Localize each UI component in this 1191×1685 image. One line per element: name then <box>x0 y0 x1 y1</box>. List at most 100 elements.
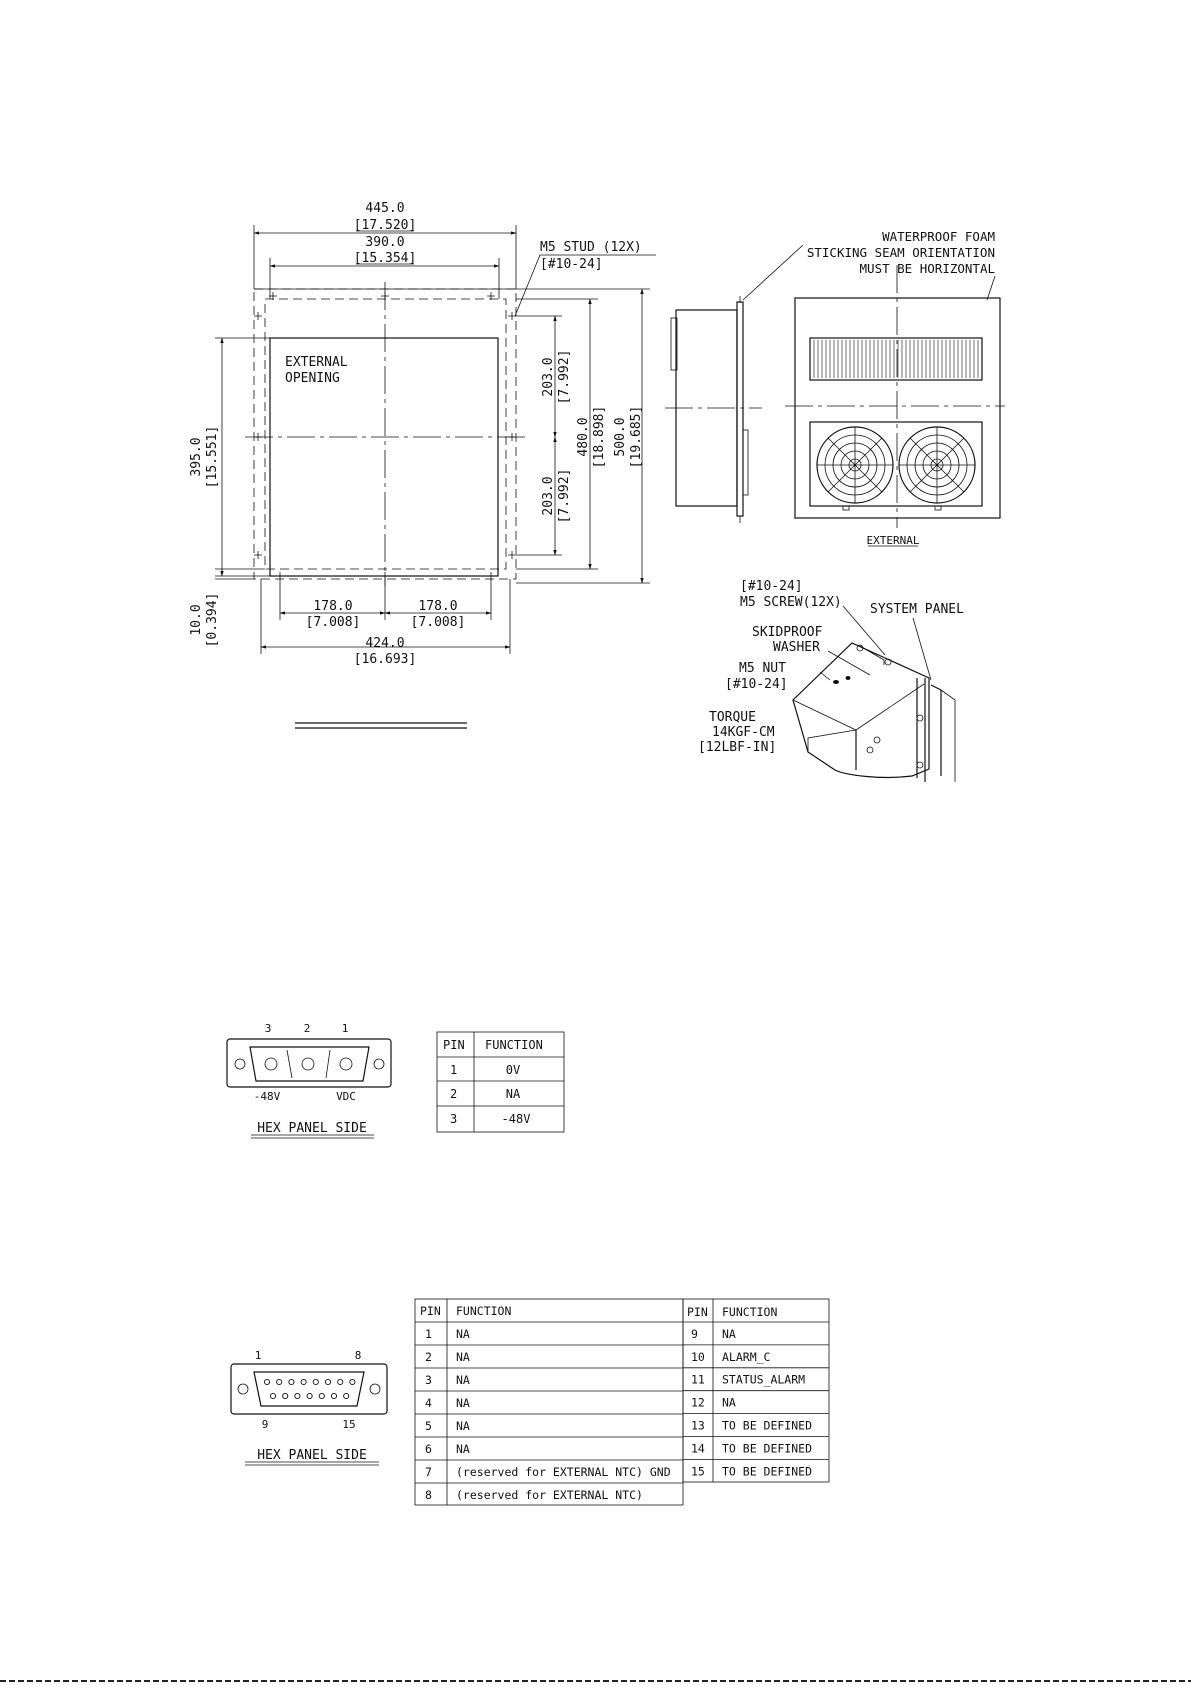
pin-hole <box>343 1392 350 1400</box>
pin-function: ALARM_C <box>722 1350 771 1364</box>
pin-hole <box>300 1378 307 1386</box>
dim-203-bot: 203.0 <box>541 476 556 515</box>
power-pin-label-3: 3 <box>265 1022 272 1035</box>
pin-number: 8 <box>425 1488 432 1502</box>
pin-hole <box>306 1392 313 1400</box>
pin-hole <box>330 1392 338 1400</box>
power-function-2: NA <box>506 1087 521 1101</box>
pin-function: TO BE DEFINED <box>722 1419 812 1433</box>
power-connector: 3 2 1 -48V VDC HEX PANEL SIDE PIN FUNCTI… <box>226 1022 565 1139</box>
power-pin-3: 3 <box>450 1112 457 1126</box>
signal-pin-holes <box>263 1378 356 1400</box>
pin-hole <box>349 1378 356 1386</box>
dim-445-in: [17.520] <box>354 218 417 233</box>
power-caption: HEX PANEL SIDE <box>257 1121 367 1136</box>
system-panel-label: SYSTEM PANEL <box>870 602 964 617</box>
pin-hole <box>312 1378 319 1386</box>
louver-grille <box>813 340 979 378</box>
foam-note-2: STICKING SEAM ORIENTATION <box>807 245 995 260</box>
pin-number: 10 <box>691 1350 705 1364</box>
dim-203-top-in: [7.992] <box>557 350 572 405</box>
fan-left <box>816 426 894 504</box>
stud-markers <box>254 292 516 580</box>
dim-178-left-in: [7.008] <box>306 615 361 630</box>
power-label-left: -48V <box>254 1090 281 1103</box>
pin-hole <box>282 1392 289 1400</box>
pin-number: 4 <box>425 1396 432 1410</box>
pin-hole <box>288 1378 295 1386</box>
nut-label: M5 NUT <box>739 661 786 676</box>
power-pin-label-1: 1 <box>342 1022 349 1035</box>
pin-function: (reserved for EXTERNAL NTC) <box>456 1488 643 1502</box>
washer-label-2: WASHER <box>773 640 820 655</box>
dim-395: 395.0 <box>189 437 204 476</box>
external-caption: EXTERNAL <box>867 534 920 547</box>
torque-label-2: 14KGF-CM <box>712 725 775 740</box>
power-table-header-function: FUNCTION <box>485 1038 543 1052</box>
pin-function: STATUS_ALARM <box>722 1373 805 1387</box>
torque-label-1: TORQUE <box>709 710 756 725</box>
dim-10: 10.0 <box>189 604 204 635</box>
signal-label-8: 8 <box>355 1349 362 1362</box>
power-pin-2: 2 <box>450 1087 457 1101</box>
dim-203-top: 203.0 <box>541 357 556 396</box>
pin-number: 1 <box>425 1327 432 1341</box>
signal-caption: HEX PANEL SIDE <box>257 1448 367 1463</box>
signal-label-15: 15 <box>342 1418 355 1431</box>
external-view: WATERPROOF FOAM STICKING SEAM ORIENTATIO… <box>665 229 1005 547</box>
pin-number: 5 <box>425 1419 432 1433</box>
signal-left-header-function: FUNCTION <box>456 1304 511 1318</box>
pin-number: 14 <box>691 1441 705 1455</box>
stud-label-in: [#10-24] <box>540 257 603 272</box>
pin-function: NA <box>456 1419 470 1433</box>
dim-424: 424.0 <box>365 636 404 651</box>
pin-hole <box>318 1392 325 1400</box>
foam-note-1: WATERPROOF FOAM <box>882 229 995 244</box>
pin-number: 6 <box>425 1442 432 1456</box>
signal-right-header-function: FUNCTION <box>722 1305 777 1319</box>
screw-label-in: [#10-24] <box>740 579 803 594</box>
dim-178-left: 178.0 <box>313 599 352 614</box>
pin-hole <box>324 1378 332 1386</box>
dim-395-in: [15.551] <box>205 426 220 489</box>
pin-function: NA <box>456 1442 470 1456</box>
pin-function: NA <box>456 1327 470 1341</box>
inner-dashed-outline <box>264 298 507 570</box>
power-pin-1: 1 <box>450 1063 457 1077</box>
pin-function: NA <box>722 1327 736 1341</box>
washer-label-1: SKIDPROOF <box>752 625 823 640</box>
fan-right <box>898 426 976 504</box>
dim-445: 445.0 <box>365 201 404 216</box>
dim-203-bot-in: [7.992] <box>557 469 572 524</box>
cutout-view: 445.0 [17.520] 390.0 [15.354] M5 STUD (1… <box>189 201 656 729</box>
opening-label-2: OPENING <box>285 371 340 386</box>
pin-function: NA <box>456 1350 470 1364</box>
pin-hole <box>263 1378 271 1386</box>
power-table-header-pin: PIN <box>443 1038 465 1052</box>
power-pin-label-2: 2 <box>304 1022 311 1035</box>
pin-hole <box>269 1392 277 1400</box>
mount-detail: [#10-24] M5 SCREW(12X) SYSTEM PANEL SKID… <box>698 579 964 782</box>
power-label-right: VDC <box>336 1090 356 1103</box>
dim-500: 500.0 <box>613 417 628 456</box>
pin-number: 11 <box>691 1373 705 1387</box>
screw-label: M5 SCREW(12X) <box>740 595 842 610</box>
signal-right-header-pin: PIN <box>687 1305 708 1319</box>
pin-function: NA <box>456 1373 470 1387</box>
torque-label-3: [12LBF-IN] <box>698 740 776 755</box>
power-pin-table: PIN FUNCTION 1 0V 2 NA 3 -48V <box>436 1031 565 1133</box>
pin-hole <box>276 1378 283 1386</box>
nut-label-in: [#10-24] <box>725 677 788 692</box>
pin-hole <box>294 1392 301 1400</box>
stud-label: M5 STUD (12X) <box>540 240 642 255</box>
dim-390-in: [15.354] <box>354 251 417 266</box>
pin-function: NA <box>456 1396 470 1410</box>
pin-function: TO BE DEFINED <box>722 1441 812 1455</box>
foam-note-3: MUST BE HORIZONTAL <box>860 261 995 276</box>
pin-hole <box>337 1378 344 1386</box>
signal-label-1: 1 <box>255 1349 262 1362</box>
